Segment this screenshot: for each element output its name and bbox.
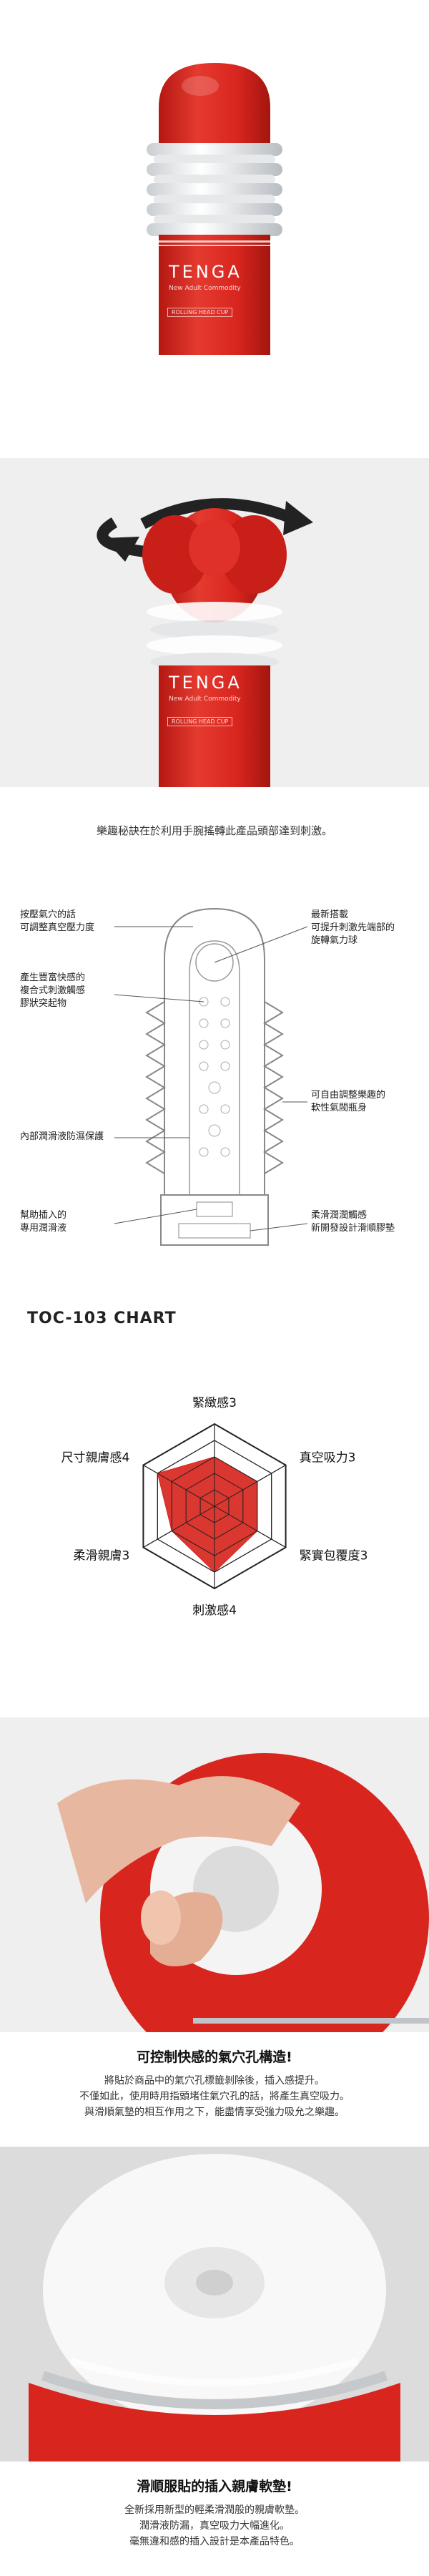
product-hero: TENGA New Adult Commodity ROLLING HEAD C… [0,0,429,358]
air-hole-line-3: 與滑順氣墊的相互作用之下，能盡情享受強力吸允之樂趣。 [84,2107,345,2118]
label-soft-body: 可自由調整樂趣的 軟性氣閥瓶身 [311,1090,386,1113]
label-rotation-ball: 最新搭載 可提升刺激先端部的 旋轉氣力球 [311,909,395,946]
radar-axis-label: 刺激感4 [192,1604,237,1618]
radar-spoke-overlay [214,1465,286,1507]
label-gel-bumps: 產生豐富快感的 複合式刺激觸感 膠狀突起物 [20,972,86,1009]
radar-chart: 緊緻感3 真空吸力3 緊實包覆度3 刺激感4 柔滑親膚3 尺寸親膚感4 [61,1396,368,1618]
cushion-photo [0,2147,429,2462]
product-cup-image [147,63,282,355]
radar-spoke-overlay [143,1465,215,1507]
label-air-hole: 按壓氣穴的話 可調整真空壓力度 [20,909,95,933]
chart-section: TOC-103 CHART 緊緻感3 真空吸力3 緊實包覆度3 刺激感4 柔滑親膚3 尺寸… [0,1302,429,1674]
cross-section-diagram: 按壓氣穴的話 可調整真空壓力度 產生豐富快感的 複合式刺激觸感 膠狀突起物 內部… [0,894,429,1267]
rotation-illustration: TENGA New Adult Commodity ROLLING HEAD C… [0,458,429,787]
model-label: ROLLING HEAD CUP [167,308,233,317]
label-smooth-cushion: 柔滑潤潤觸感 新開發設計滑順膠墊 [311,1210,395,1234]
brand-tagline-2: New Adult Commodity [169,696,241,703]
hand-holding-cup-image [57,1753,429,2082]
air-hole-line-1: 將貼於商品中的氣穴孔標籤剝除後，插入感提升。 [104,2075,325,2087]
air-hole-section: 可控制快感的氣穴孔構造! 將貼於商品中的氣穴孔標籤剝除後，插入感提升。 不僅如此… [0,2046,429,2120]
cushion-line-3: 毫無違和感的插入設計是本產品特色。 [129,2536,300,2547]
label-inner-lube: 內部潤滑液防濕保護 [20,1131,104,1142]
rotation-caption: 樂趣秘訣在於利用手腕搖轉此產品頭部達到刺激。 [96,824,332,837]
label-insert-lube: 幫助插入的 專用潤滑液 [20,1210,67,1234]
air-hole-line-2: 不僅如此，使用時用指頭堵住氣穴孔的話，將產生真空吸力。 [79,2091,350,2102]
cushion-line-1: 全新採用新型的輕柔滑潤般的親膚軟墊。 [124,2504,305,2516]
brand-tagline: New Adult Commodity [169,285,241,292]
brand-logo: TENGA [169,262,242,282]
radar-axis-label: 柔滑親膚3 [74,1549,130,1563]
radar-axis-label: 尺寸親膚感4 [61,1451,130,1465]
cushion-line-2: 潤滑液防漏，真空吸力大幅進化。 [139,2520,290,2532]
radar-spoke-overlay [143,1506,215,1548]
diagram-lines [114,907,308,1246]
radar-spoke-overlay [214,1506,286,1548]
brand-logo-2: TENGA [169,673,242,693]
rotating-cup-image [97,498,313,787]
cushion-closeup-image [29,2154,400,2462]
cushion-heading: 滑順服貼的插入親膚軟墊! [137,2479,292,2494]
air-hole-heading: 可控制快感的氣穴孔構造! [137,2049,292,2065]
hand-photo [0,1717,429,2082]
cushion-section: 滑順服貼的插入親膚軟墊! 全新採用新型的輕柔滑潤般的親膚軟墊。 潤滑液防漏，真空… [0,2476,429,2550]
radar-axis-label: 緊緻感3 [192,1396,237,1410]
radar-value-area [157,1456,258,1573]
radar-axis-label: 真空吸力3 [300,1451,356,1465]
model-label-2: ROLLING HEAD CUP [167,717,233,726]
radar-axis-label: 緊實包覆度3 [300,1549,368,1563]
chart-heading: TOC-103 CHART [27,1309,177,1327]
